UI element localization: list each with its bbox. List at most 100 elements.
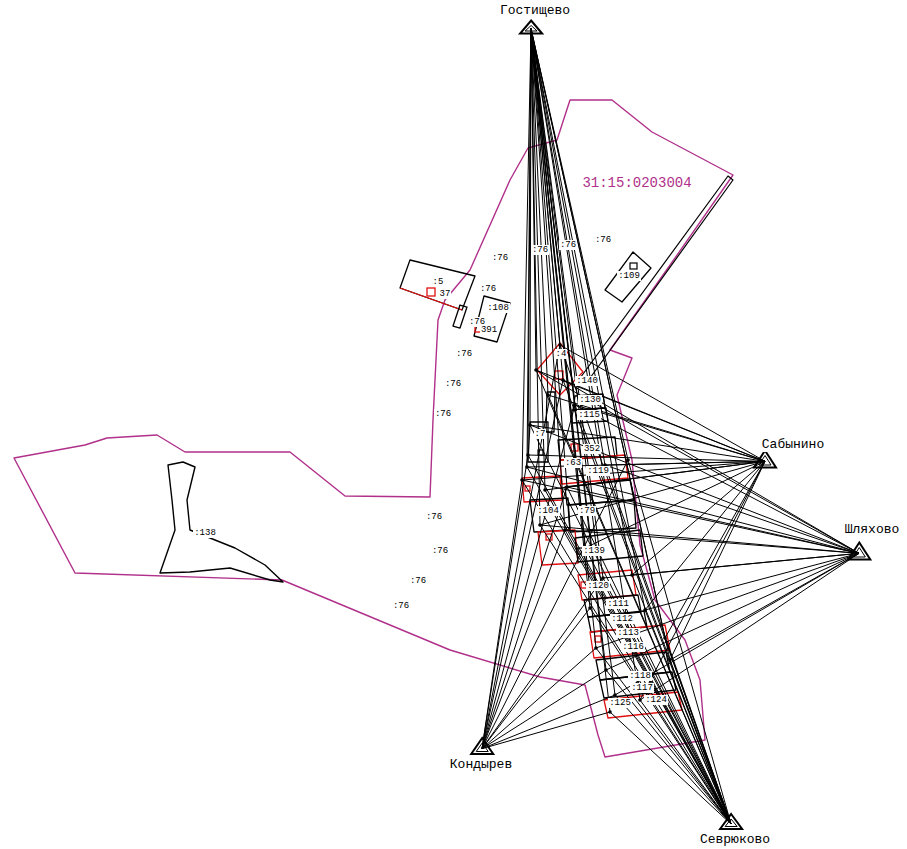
survey-ray	[482, 578, 603, 749]
survey-point	[525, 465, 529, 469]
survey-point	[538, 523, 542, 527]
parcel-number: :120	[586, 581, 610, 591]
survey-ray	[563, 380, 731, 824]
survey-point	[558, 343, 562, 347]
parcel-number: :76	[559, 240, 577, 250]
survey-point	[630, 573, 634, 577]
survey-ray	[563, 380, 859, 553]
triangulation-point: Шляхово	[844, 522, 901, 560]
survey-ray	[615, 553, 859, 695]
parcel-number: :76	[431, 546, 449, 556]
station-name: Сабынино	[761, 437, 825, 452]
survey-ray	[585, 461, 765, 548]
survey-ray	[606, 670, 731, 824]
survey-ray	[615, 695, 731, 824]
survey-ray	[531, 29, 670, 660]
survey-point	[526, 453, 530, 457]
parcel-number: 37	[439, 289, 452, 299]
station-name: Шляхово	[844, 522, 901, 537]
survey-ray	[640, 461, 765, 700]
parcel-number: :5	[432, 277, 445, 287]
triangle-inner	[725, 819, 737, 827]
parcel-number: :7	[534, 429, 547, 439]
triangulation-point: Кондырев	[449, 738, 513, 772]
survey-point	[663, 636, 667, 640]
survey-ray	[632, 461, 765, 575]
survey-ray	[482, 345, 560, 749]
survey-point	[543, 488, 547, 492]
parcel-number: :124	[644, 695, 668, 705]
triangle-inner	[476, 743, 488, 752]
survey-ray	[482, 405, 575, 749]
parcel-number: :140	[575, 376, 599, 386]
parcel-number: :138	[193, 528, 217, 538]
parcel-number: :117	[630, 683, 654, 693]
survey-ray	[596, 553, 859, 648]
survey-ray	[560, 345, 731, 824]
survey-point	[588, 606, 592, 610]
parcel-outline	[160, 462, 283, 582]
survey-ray	[645, 610, 731, 824]
survey-point	[520, 478, 524, 482]
survey-ray	[482, 608, 590, 749]
triangle-outer	[471, 738, 493, 754]
building-outline	[630, 263, 637, 269]
survey-ray	[645, 553, 859, 610]
survey-ray	[575, 405, 765, 461]
triangulation-point: Севрюково	[699, 814, 771, 847]
survey-ray	[665, 638, 731, 824]
survey-ray	[482, 712, 610, 749]
triangle-outer	[720, 814, 742, 829]
survey-point	[613, 693, 617, 697]
parcel-number: :76	[409, 576, 427, 586]
survey-ray	[632, 575, 731, 824]
survey-ray	[482, 530, 565, 749]
survey-point	[528, 423, 532, 427]
parcel-number: :76	[434, 409, 452, 419]
survey-ray	[536, 370, 731, 824]
survey-ray	[482, 648, 596, 749]
survey-ray	[531, 29, 563, 380]
survey-point	[638, 698, 642, 702]
survey-point	[573, 403, 577, 407]
survey-ray	[531, 29, 610, 712]
survey-point	[546, 393, 550, 397]
survey-ray	[640, 700, 731, 824]
survey-point	[668, 658, 672, 662]
survey-ray	[545, 490, 731, 824]
survey-ray	[665, 461, 765, 638]
survey-ray	[540, 525, 731, 824]
survey-ray	[522, 29, 531, 480]
parcel-number: 391	[480, 325, 498, 335]
triangle-outer	[848, 542, 870, 559]
parcel-number: :119	[586, 466, 610, 476]
survey-ray	[603, 578, 731, 824]
parcel-number: :108	[486, 303, 510, 313]
parcel-number: :76	[531, 245, 549, 255]
survey-ray	[603, 553, 859, 578]
parcel-number: :111	[606, 599, 630, 609]
survey-ray	[605, 465, 731, 824]
triangle-outer	[520, 20, 542, 33]
survey-ray	[531, 29, 640, 700]
parcel-outline	[568, 500, 636, 532]
parcel-number: :104	[536, 506, 560, 516]
survey-ray	[522, 480, 731, 824]
station-name: Гостищево	[499, 3, 571, 18]
triangle-inner	[759, 455, 771, 465]
parcel-number: :113	[616, 628, 640, 638]
survey-ray	[606, 553, 859, 670]
survey-point	[608, 710, 612, 714]
triangulation-point: Сабынино	[754, 437, 825, 468]
parcel-number: :76	[455, 349, 473, 359]
parcel-number: :112	[610, 614, 634, 624]
survey-ray	[536, 370, 859, 553]
survey-point	[561, 378, 565, 382]
survey-ray	[522, 480, 859, 553]
road-strip	[575, 176, 733, 385]
survey-ray	[610, 712, 731, 824]
parcel-number: :109	[617, 271, 641, 281]
station-name: Севрюково	[699, 832, 771, 847]
survey-ray	[531, 29, 632, 575]
